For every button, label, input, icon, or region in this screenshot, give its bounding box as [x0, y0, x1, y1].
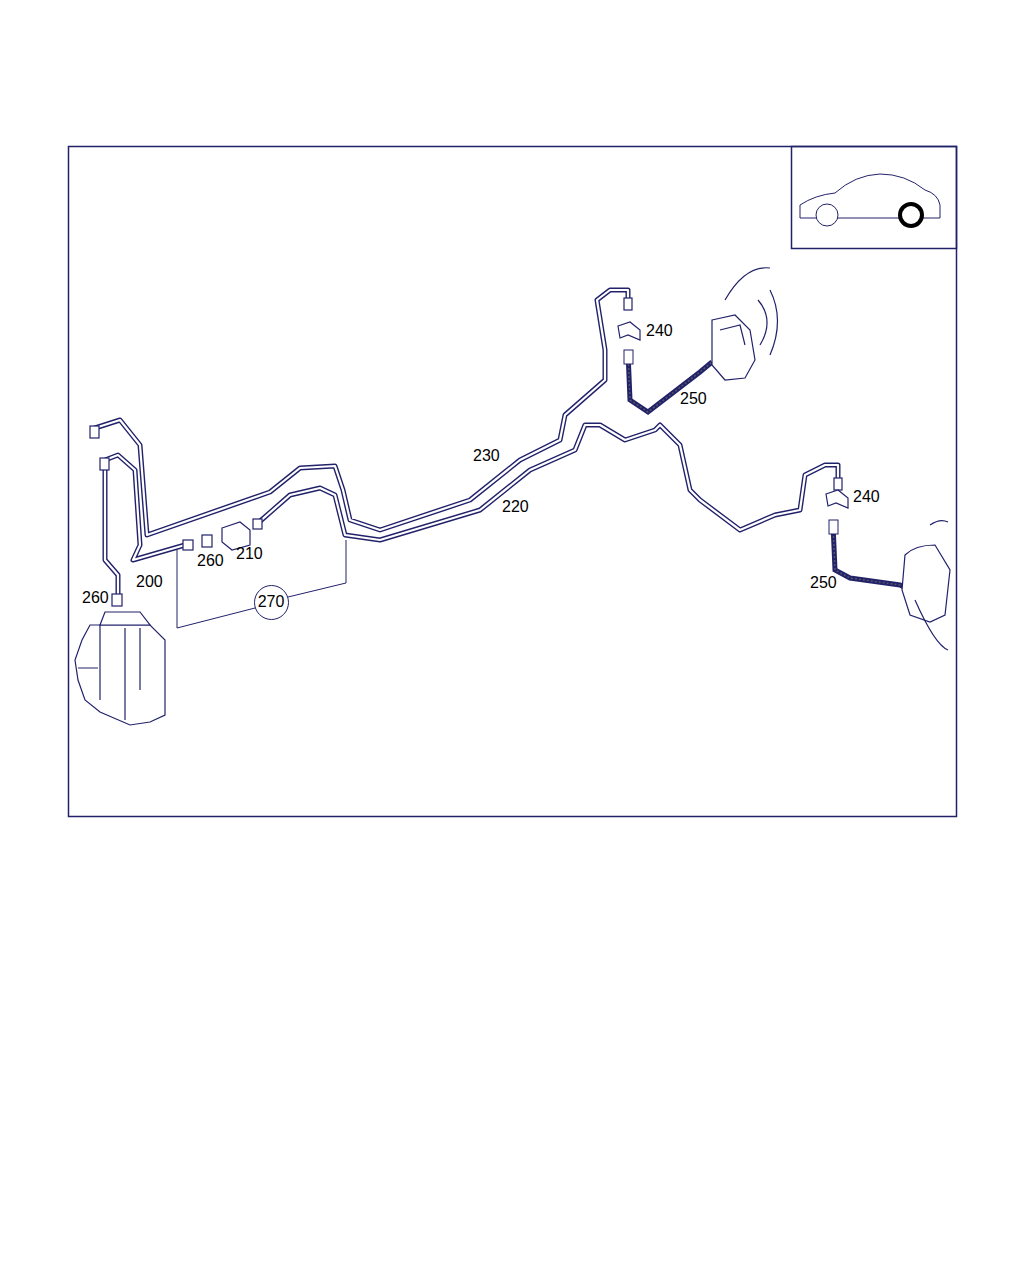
- callout-number: 250: [810, 574, 837, 592]
- wheel-brakes: [712, 268, 950, 650]
- callout-number: 250: [680, 390, 707, 408]
- group-bracket: [177, 540, 346, 628]
- abs-unit: [75, 612, 165, 725]
- frame: [69, 147, 957, 817]
- callout-number: 270: [258, 593, 285, 611]
- callout-number: 210: [236, 545, 263, 563]
- brake-pipes: [95, 290, 838, 595]
- car-inset: [792, 147, 957, 249]
- callout-circle: 270: [254, 585, 289, 620]
- callout-number: 260: [82, 589, 109, 607]
- callout-number: 260: [197, 552, 224, 570]
- callout-number: 220: [502, 498, 529, 516]
- callout-number: 240: [646, 322, 673, 340]
- hoses-250: [624, 350, 910, 590]
- callout-number: 240: [853, 488, 880, 506]
- fittings: [90, 298, 842, 606]
- callout-number: 200: [136, 573, 163, 591]
- callout-number: 230: [473, 447, 500, 465]
